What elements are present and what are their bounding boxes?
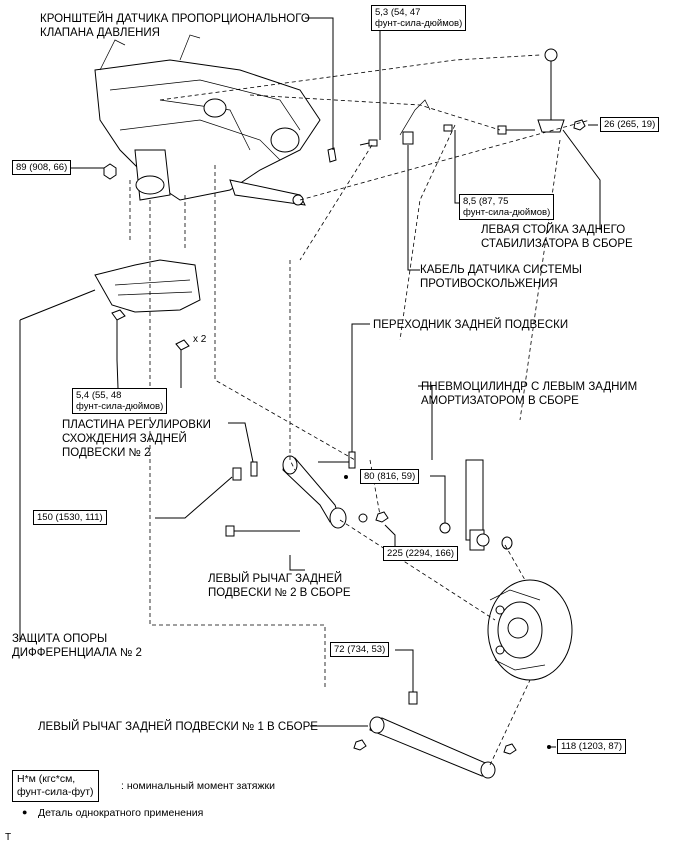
torque-26: 26 (265, 19) bbox=[600, 117, 660, 132]
rear-suspension-arm-2 bbox=[225, 455, 389, 537]
label-toe-adjust-plate: ПЛАСТИНА РЕГУЛИРОВКИ СХОЖДЕНИЯ ЗАДНЕЙ ПО… bbox=[62, 419, 211, 459]
torque-72: 72 (734, 53) bbox=[330, 642, 390, 657]
legend-unit-text: : номинальный момент затяжки bbox=[121, 780, 275, 792]
torque-89: 89 (908, 66) bbox=[12, 160, 72, 175]
stabilizer-link bbox=[497, 48, 586, 135]
rear-suspension-arm-1 bbox=[353, 672, 551, 779]
rear-axle-hub bbox=[487, 579, 573, 681]
torque-118: 118 (1203, 87) bbox=[557, 739, 627, 754]
leader-lines bbox=[19, 17, 601, 748]
legend-unit-box: Н*м (кгс*см, фунт-сила-фут) bbox=[12, 770, 99, 802]
quantity-x2: x 2 bbox=[193, 334, 207, 345]
bracket bbox=[327, 147, 337, 163]
torque-80: 80 (816, 59) bbox=[360, 469, 420, 484]
corner-mark: T bbox=[5, 832, 12, 843]
rear-subframe bbox=[94, 34, 321, 206]
label-suspension-adapter: ПЕРЕХОДНИК ЗАДНЕЙ ПОДВЕСКИ bbox=[373, 319, 569, 331]
legend-one-time-part: Деталь однократного применения bbox=[38, 807, 204, 819]
label-skid-sensor-cable: КАБЕЛЬ ДАТЧИКА СИСТЕМЫ ПРОТИВОСКОЛЬЖЕНИЯ bbox=[420, 264, 582, 290]
adapter-bolt bbox=[318, 451, 356, 479]
torque-150: 150 (1530, 111) bbox=[33, 510, 107, 525]
legend-bullet: ● bbox=[22, 807, 28, 817]
air-cylinder-shock bbox=[439, 459, 513, 551]
torque-225: 225 (2294, 166) bbox=[383, 546, 459, 561]
label-stabilizer-link: ЛЕВАЯ СТОЙКА ЗАДНЕГО СТАБИЛИЗАТОРА В СБО… bbox=[481, 224, 633, 250]
diff-support-guard bbox=[94, 259, 201, 351]
subframe-nut bbox=[103, 163, 117, 180]
torque-5-3: 5,3 (54, 47 фунт-сила-дюймов) bbox=[371, 5, 467, 31]
label-suspension-arm-2: ЛЕВЫЙ РЫЧАГ ЗАДНЕЙ ПОДВЕСКИ № 2 В СБОРЕ bbox=[208, 573, 351, 599]
torque-5-4: 5,4 (55, 48 фунт-сила-дюймов) bbox=[72, 388, 168, 414]
label-air-cylinder: ПНЕВМОЦИЛИНДР С ЛЕВЫМ ЗАДНИМ АМОРТИЗАТОР… bbox=[421, 381, 638, 407]
label-suspension-arm-1: ЛЕВЫЙ РЫЧАГ ЗАДНЕЙ ПОДВЕСКИ № 1 В СБОРЕ bbox=[38, 721, 318, 733]
label-diff-support-guard: ЗАЩИТА ОПОРЫ ДИФФЕРЕНЦИАЛА № 2 bbox=[12, 633, 142, 659]
bracket-bolt bbox=[359, 139, 378, 147]
label-pressure-sensor-bracket: КРОНШТЕЙН ДАТЧИКА ПРОПОРЦИОНАЛЬНОГО КЛАП… bbox=[40, 13, 310, 39]
torque-8-5: 8,5 (87, 75 фунт-сила-дюймов) bbox=[459, 194, 555, 220]
